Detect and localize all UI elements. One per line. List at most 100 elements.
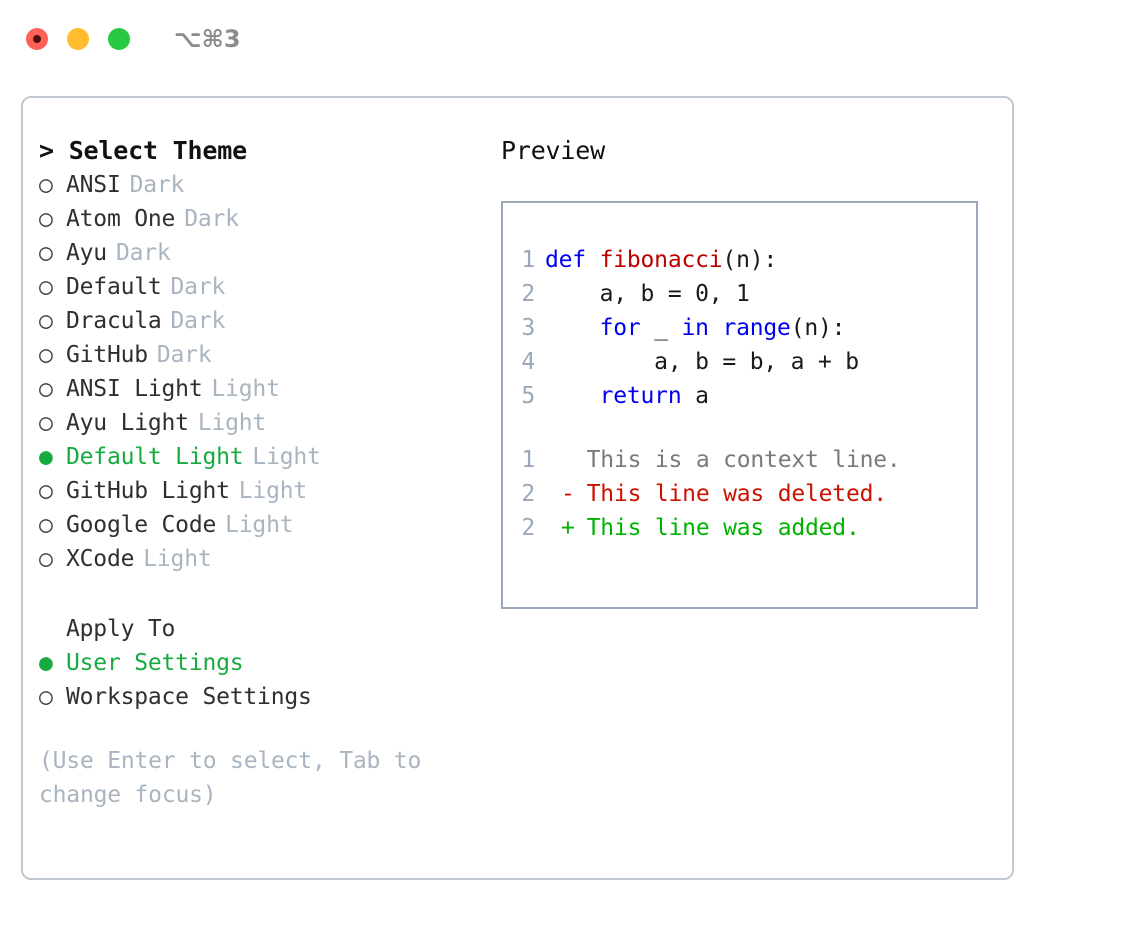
keyboard-hint-text: (Use Enter to select, Tab to change focu… (39, 748, 422, 808)
theme-variant-tag: Light (197, 410, 267, 436)
theme-option-label: ANSI Light (66, 376, 203, 402)
theme-option-label: Dracula (66, 308, 162, 334)
theme-variant-tag: Dark (170, 308, 226, 334)
code-token: fibonacci (599, 247, 723, 273)
diff-marker (545, 443, 587, 477)
code-token: for (599, 315, 641, 341)
diff-marker: - (561, 481, 575, 507)
apply-to-option-label: User Settings (66, 650, 244, 676)
line-number: 1 (521, 447, 535, 473)
theme-option-label: Ayu (66, 240, 107, 266)
theme-variant-tag: Dark (129, 172, 185, 198)
theme-variant-tag: Dark (115, 240, 171, 266)
radio-unselected-icon: ○ (39, 684, 53, 710)
code-token: (n): (790, 315, 846, 341)
line-number: 2 (521, 481, 535, 507)
radio-unselected-icon: ○ (39, 410, 53, 436)
section-spacer (39, 576, 489, 612)
theme-option-label: Default (66, 274, 162, 300)
line-number: 4 (521, 349, 535, 375)
theme-variant-tag: Dark (170, 274, 226, 300)
preview-section-gap (505, 413, 975, 443)
close-window-button[interactable] (26, 28, 48, 50)
code-line: 4 a, b = b, a + b (505, 345, 975, 379)
radio-unselected-icon: ○ (39, 512, 53, 538)
theme-option-ansi[interactable]: ○ ANSI Dark (39, 168, 489, 202)
radio-unselected-icon: ○ (39, 172, 53, 198)
code-token: (n): (722, 247, 778, 273)
apply-to-option-label: Workspace Settings (66, 684, 312, 710)
theme-option-label: Atom One (66, 206, 176, 232)
diff-line-content: This line was deleted. (586, 481, 887, 507)
line-number: 3 (521, 315, 535, 341)
theme-variant-tag: Light (211, 376, 280, 402)
apply-to-option-user-settings[interactable]: ● User Settings (39, 646, 489, 680)
code-line-content: def fibonacci(n): (545, 243, 777, 277)
apply-to-option-workspace-settings[interactable]: ○ Workspace Settings (39, 680, 489, 714)
line-number: 2 (521, 515, 535, 541)
diff-line-add: 2+This line was added. (505, 511, 975, 545)
radio-selected-icon: ● (39, 444, 53, 470)
radio-unselected-icon: ○ (39, 546, 53, 572)
radio-unselected-icon: ○ (39, 274, 53, 300)
code-line-content: for _ in range(n): (545, 311, 846, 345)
theme-option-label: Ayu Light (66, 410, 189, 436)
theme-variant-tag: Dark (156, 342, 212, 368)
code-line: 3 for _ in range(n): (505, 311, 975, 345)
theme-option-atom-one[interactable]: ○ Atom One Dark (39, 202, 489, 236)
theme-option-ansi-light[interactable]: ○ ANSI Light Light (39, 372, 489, 406)
theme-option-label: Default Light (66, 444, 244, 470)
theme-variant-tag: Light (238, 478, 308, 504)
theme-variant-tag: Dark (184, 206, 239, 232)
code-token: def (545, 247, 600, 273)
window-titlebar: ⌥⌘3 (0, 0, 1140, 78)
theme-variant-tag: Light (252, 444, 321, 470)
code-line-content: a, b = b, a + b (545, 345, 859, 379)
maximize-window-button[interactable] (108, 28, 130, 50)
traffic-light-group (26, 28, 130, 50)
theme-option-default-light[interactable]: ● Default Light Light (39, 440, 489, 474)
line-number: 2 (521, 281, 535, 307)
code-token: a, b = 0, 1 (545, 281, 750, 307)
code-token: _ (640, 315, 682, 341)
code-line-content: return a (545, 379, 709, 413)
theme-option-default[interactable]: ○ Default Dark (39, 270, 489, 304)
code-line: 5 return a (505, 379, 975, 413)
code-token: a (681, 383, 709, 409)
theme-option-github[interactable]: ○ GitHub Dark (39, 338, 489, 372)
theme-option-dracula[interactable]: ○ Dracula Dark (39, 304, 489, 338)
diff-marker: + (561, 515, 575, 541)
code-token (545, 383, 600, 409)
diff-line-ctx: 1 This is a context line. (505, 443, 975, 477)
radio-selected-icon: ● (39, 650, 53, 676)
theme-option-ayu-light[interactable]: ○ Ayu Light Light (39, 406, 489, 440)
keyboard-shortcut-label: ⌥⌘3 (174, 25, 241, 53)
radio-unselected-icon: ○ (39, 206, 53, 232)
theme-option-label: GitHub Light (66, 478, 230, 504)
minimize-window-button[interactable] (67, 28, 89, 50)
diff-line-content: This is a context line. (586, 447, 901, 473)
theme-option-label: ANSI (66, 172, 121, 198)
theme-variant-tag: Light (225, 512, 294, 538)
code-token: a, b = b, a + b (545, 349, 859, 375)
code-token (545, 315, 600, 341)
radio-unselected-icon: ○ (39, 376, 53, 402)
theme-option-label: GitHub (66, 342, 148, 368)
radio-unselected-icon: ○ (39, 308, 53, 334)
radio-unselected-icon: ○ (39, 342, 53, 368)
close-icon (33, 35, 41, 43)
code-line-content: a, b = 0, 1 (545, 277, 750, 311)
preview-title: Preview (501, 136, 605, 165)
